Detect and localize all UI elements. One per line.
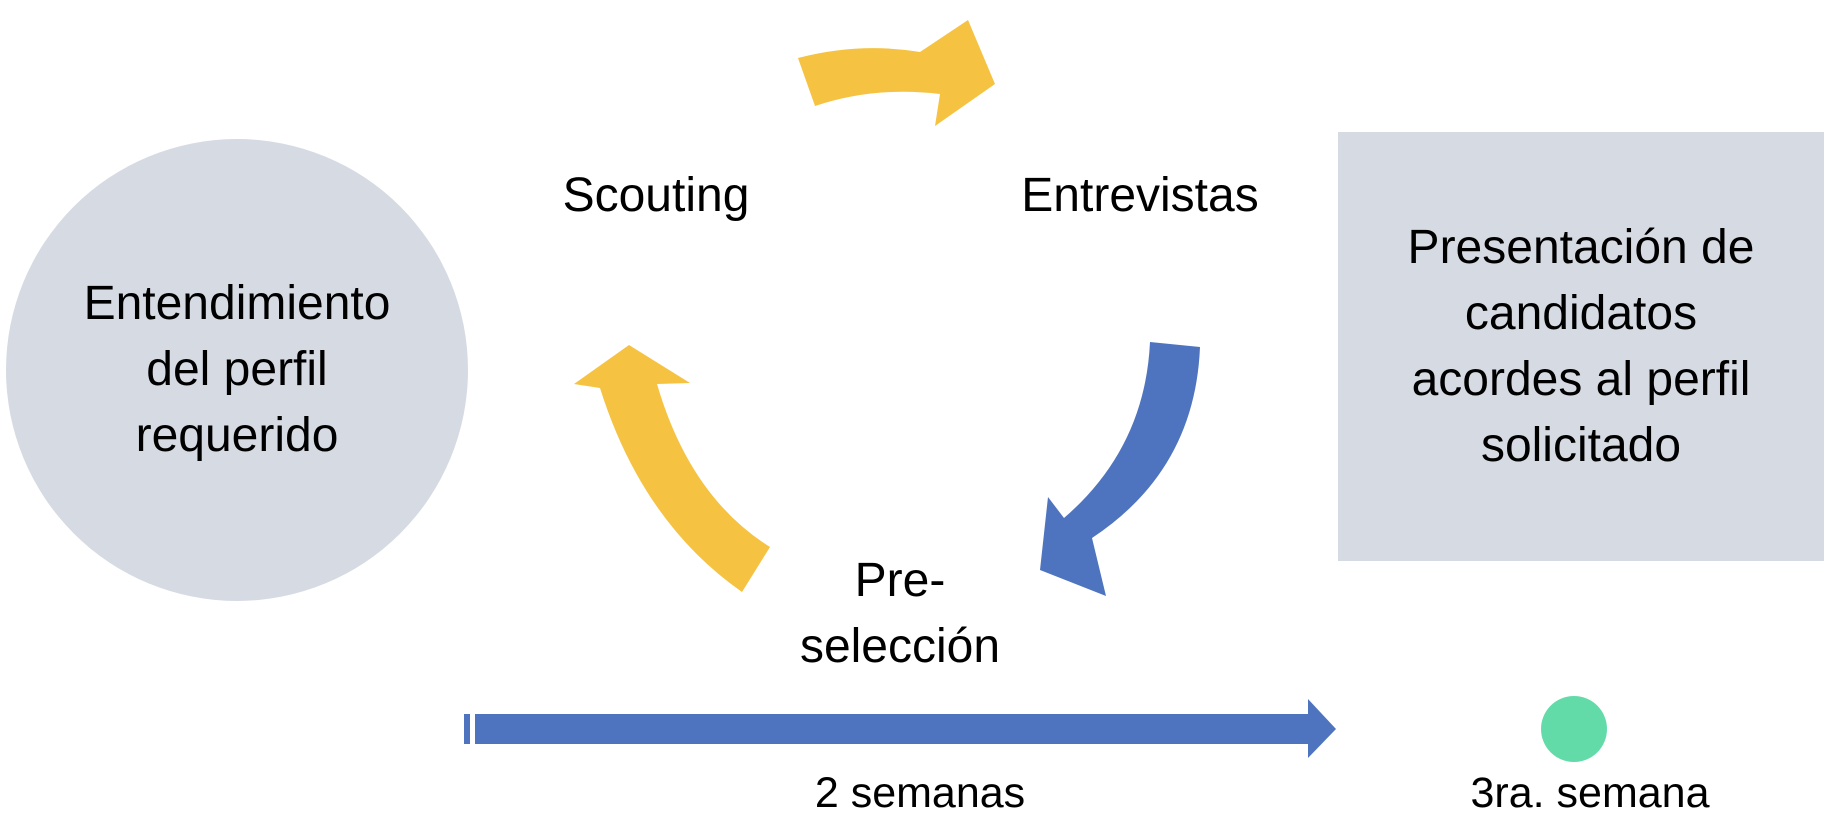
step-entrevistas-label: Entrevistas: [1021, 169, 1259, 222]
arrow-preseleccion-to-scouting: [574, 345, 770, 592]
timeline-arrow: [475, 699, 1336, 758]
result-box: Presentación de candidatos acordes al pe…: [1338, 132, 1824, 561]
timeline-milestone-label: 3ra. semana: [1470, 769, 1710, 817]
timeline-duration-label: 2 semanas: [814, 769, 1026, 817]
step-scouting-label: Scouting: [562, 169, 750, 222]
step-preseleccion-label: Pre- selección: [799, 554, 1001, 673]
arrow-scouting-to-entrevistas: [798, 20, 995, 126]
timeline-arrow-tick: [464, 714, 470, 744]
arrow-entrevistas-to-preseleccion: [1040, 342, 1200, 596]
start-circle-text: Entendimiento del perfil requerido: [83, 277, 391, 462]
start-circle: Entendimiento del perfil requerido: [6, 139, 468, 601]
milestone-dot: [1541, 696, 1607, 762]
result-box-text: Presentación de candidatos acordes al pe…: [1407, 220, 1755, 472]
